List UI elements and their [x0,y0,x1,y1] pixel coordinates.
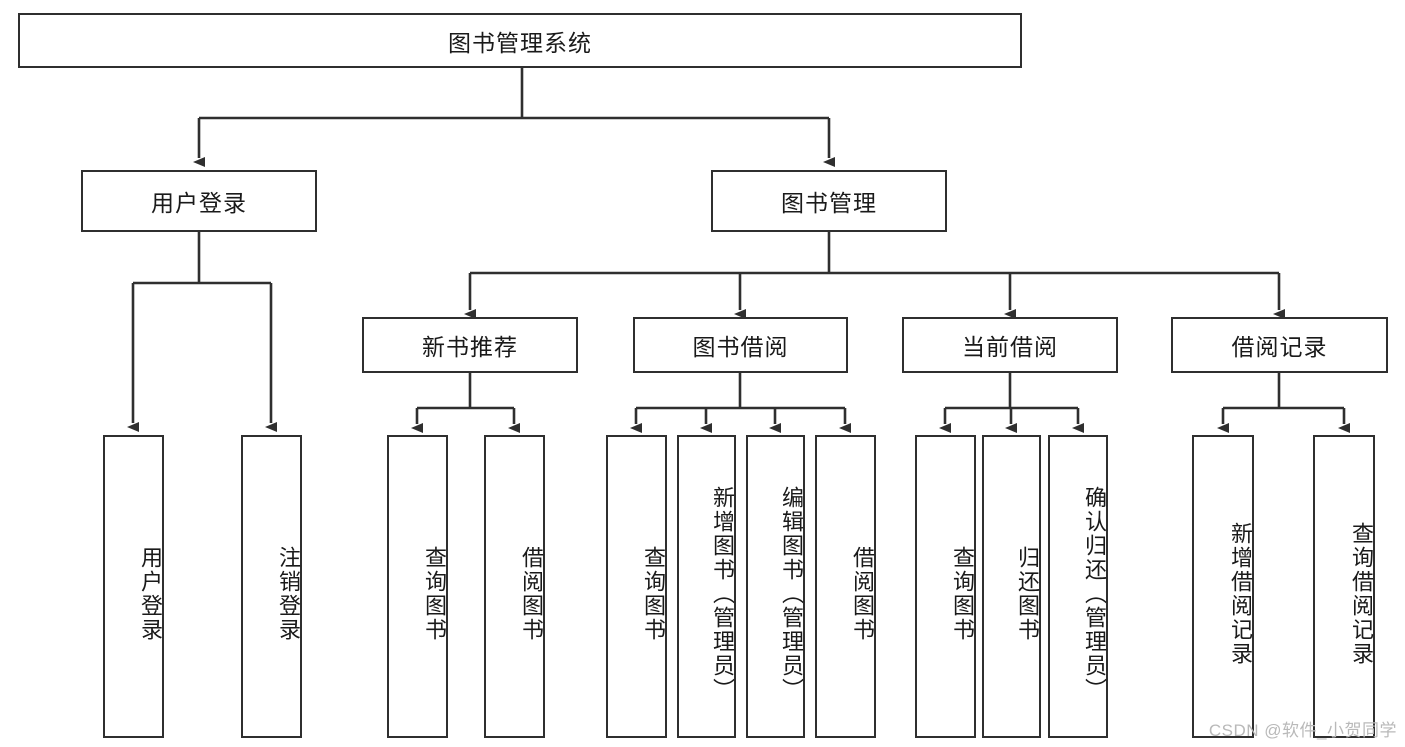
node-leaf-query-book-2[interactable]: 查询图书 [606,435,667,738]
node-leaf-user-login[interactable]: 用户登录 [103,435,164,738]
node-leaf-query-book-1[interactable]: 查询图书 [387,435,448,738]
node-book-borrow[interactable]: 图书借阅 [633,317,848,373]
node-root-label: 图书管理系统 [448,29,592,56]
node-leaf-add-record-label: 新增借阅记录 [1228,521,1253,666]
node-new-book-recommend-label: 新书推荐 [422,334,518,360]
node-user-login[interactable]: 用户登录 [81,170,317,232]
csdn-watermark: CSDN @软件_小贺同学 [1208,721,1397,740]
node-current-borrow-label: 当前借阅 [962,334,1058,360]
node-leaf-add-book-label: 新增图书（管理员） [710,485,735,702]
node-book-manage-label: 图书管理 [781,190,877,216]
node-borrow-record[interactable]: 借阅记录 [1171,317,1388,373]
node-user-login-label: 用户登录 [151,190,247,216]
node-leaf-borrow-book-2-label: 借阅图书 [850,545,875,642]
node-leaf-query-book-3-label: 查询图书 [950,545,975,642]
node-leaf-query-book-1-label: 查询图书 [422,545,447,642]
node-current-borrow[interactable]: 当前借阅 [902,317,1118,373]
node-root[interactable]: 图书管理系统 [18,13,1022,68]
node-borrow-record-label: 借阅记录 [1231,334,1328,360]
node-leaf-borrow-book-1-label: 借阅图书 [519,545,544,642]
node-leaf-edit-book-label: 编辑图书（管理员） [779,485,804,702]
node-leaf-add-book[interactable]: 新增图书（管理员） [677,435,736,738]
node-leaf-query-book-3[interactable]: 查询图书 [915,435,976,738]
node-leaf-edit-book[interactable]: 编辑图书（管理员） [746,435,805,738]
node-leaf-confirm-return-label: 确认归还（管理员） [1082,485,1107,702]
node-book-manage[interactable]: 图书管理 [711,170,947,232]
node-leaf-confirm-return[interactable]: 确认归还（管理员） [1048,435,1108,738]
node-leaf-query-record[interactable]: 查询借阅记录 [1313,435,1375,738]
node-leaf-borrow-book-1[interactable]: 借阅图书 [484,435,545,738]
node-new-book-recommend[interactable]: 新书推荐 [362,317,578,373]
node-leaf-return-book[interactable]: 归还图书 [982,435,1041,738]
node-leaf-logout[interactable]: 注销登录 [241,435,302,738]
node-leaf-add-record[interactable]: 新增借阅记录 [1192,435,1254,738]
node-leaf-return-book-label: 归还图书 [1015,545,1040,642]
node-leaf-borrow-book-2[interactable]: 借阅图书 [815,435,876,738]
node-book-borrow-label: 图书借阅 [692,334,789,360]
node-leaf-query-record-label: 查询借阅记录 [1349,521,1374,666]
node-leaf-user-login-label: 用户登录 [138,545,163,642]
node-leaf-logout-label: 注销登录 [276,545,301,642]
node-leaf-query-book-2-label: 查询图书 [641,545,666,642]
